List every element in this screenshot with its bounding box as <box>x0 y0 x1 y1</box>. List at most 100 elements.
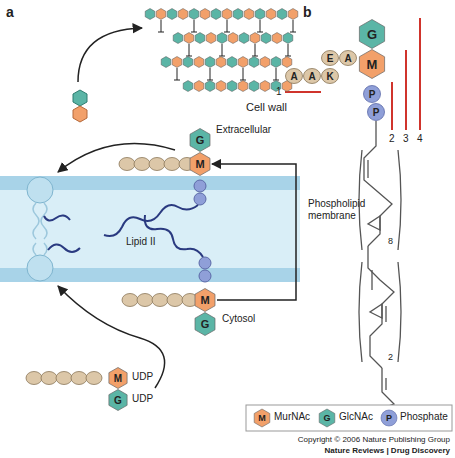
molecule-label: UDP <box>132 371 153 383</box>
cell-wall-sugar <box>206 33 216 44</box>
legend-swatch <box>319 409 335 427</box>
legend-letter: G <box>323 413 330 423</box>
sugar-hexagon: M <box>107 367 129 389</box>
legend-swatch <box>381 410 397 426</box>
cell-wall-sugar <box>260 57 270 68</box>
callout-number: 4 <box>417 133 423 145</box>
sugar-hexagon: M <box>193 288 217 312</box>
cell-wall-sugar <box>288 9 298 20</box>
cell-wall-sugar <box>205 81 215 92</box>
panel-letter: b <box>303 4 312 20</box>
sugar-hexagon: M <box>357 49 387 79</box>
peptide-bead <box>122 294 138 307</box>
callout-line <box>405 50 407 130</box>
cell-wall-sugar <box>200 9 210 20</box>
node-label: G <box>107 389 129 411</box>
node-label: G <box>357 19 387 49</box>
phosphate <box>194 193 206 205</box>
murnac-hexagon <box>73 106 87 122</box>
peptide-crosslink <box>285 44 291 56</box>
molecule-label: UDP <box>132 393 153 405</box>
cell-wall-sugar <box>183 57 193 68</box>
amino-acid-bead: A <box>285 68 303 84</box>
cell-wall-sugar <box>261 33 271 44</box>
cell-wall-sugar <box>161 57 171 68</box>
cell-wall-sugar <box>249 57 259 68</box>
cell-wall-sugar <box>282 57 292 68</box>
legend-letter: P <box>386 413 392 423</box>
callout-line <box>285 91 321 93</box>
molecule-label: Lipid II <box>126 236 155 248</box>
node-label: E <box>321 50 339 66</box>
legend-text: MurNAc <box>274 411 310 423</box>
peptide-bead <box>149 158 165 171</box>
amino-acid-bead: E <box>321 50 339 66</box>
cell-wall-sugar <box>227 81 237 92</box>
region-label: Cytosol <box>222 313 255 325</box>
region-label: Phospholipid membrane <box>308 198 386 221</box>
phosphate-circle: P <box>367 103 385 121</box>
peptide-crosslink <box>186 44 192 56</box>
phosphate-circle: P <box>363 85 381 103</box>
peptide-crosslink <box>158 20 164 32</box>
peptide-crosslink <box>219 44 225 56</box>
peptide-crosslink <box>207 68 213 80</box>
node-label: M <box>357 49 387 79</box>
cell-wall-sugar <box>145 9 155 20</box>
cell-wall-sugar <box>172 57 182 68</box>
node-label: P <box>363 85 381 103</box>
phosphate <box>199 257 211 269</box>
callout-line <box>419 18 421 130</box>
transport-arrow <box>212 164 296 300</box>
cell-wall-sugar <box>194 57 204 68</box>
region-label: Extracellular <box>216 124 271 136</box>
cell-wall-sugar <box>255 9 265 20</box>
sugar-hexagon: G <box>357 19 387 49</box>
callout-number: 3 <box>403 133 409 145</box>
peptide-bead <box>41 372 57 385</box>
legend-swatch <box>254 409 270 427</box>
peptide-bead <box>137 294 153 307</box>
legend-frame <box>246 405 452 431</box>
peptide-crosslink <box>290 20 296 32</box>
cell-wall-sugar <box>156 9 166 20</box>
node-label: P <box>367 103 385 121</box>
peptide-bead <box>119 158 135 171</box>
amino-acid-bead: A <box>339 50 357 66</box>
peptide-bead <box>164 158 180 171</box>
node-label: M <box>188 152 212 176</box>
peptide-crosslink <box>191 20 197 32</box>
node-label: M <box>107 367 129 389</box>
panel-letter: a <box>6 4 14 20</box>
cell-wall-sugar <box>194 81 204 92</box>
sugar-hexagon: G <box>188 128 212 152</box>
cell-wall-sugar <box>277 9 287 20</box>
cell-wall-sugar <box>238 81 248 92</box>
lipid-tail <box>33 203 47 239</box>
node-label: A <box>303 68 321 84</box>
process-arrow <box>78 28 142 82</box>
legend-text: GlcNAc <box>339 411 373 423</box>
callout-line <box>391 82 393 130</box>
process-arrow <box>58 286 165 388</box>
cell-wall-sugar <box>249 81 259 92</box>
credit: Nature Reviews | Drug Discovery <box>325 446 450 455</box>
peptide-bead <box>86 372 102 385</box>
phosphate <box>194 180 206 192</box>
peptide-crosslink <box>257 20 263 32</box>
cell-wall-sugar <box>250 33 260 44</box>
node-label: K <box>321 68 339 84</box>
amino-acid-bead: A <box>303 68 321 84</box>
node-label: G <box>193 312 217 336</box>
prenyl-tail <box>104 205 198 236</box>
peptide-bead <box>134 158 150 171</box>
node-label: A <box>285 68 303 84</box>
peptide-crosslink <box>224 20 230 32</box>
peptide-crosslink <box>252 44 258 56</box>
glcnac-hexagon <box>73 90 87 106</box>
cell-wall-sugar <box>205 57 215 68</box>
peptide-bead <box>71 372 87 385</box>
cell-wall-sugar <box>271 57 281 68</box>
